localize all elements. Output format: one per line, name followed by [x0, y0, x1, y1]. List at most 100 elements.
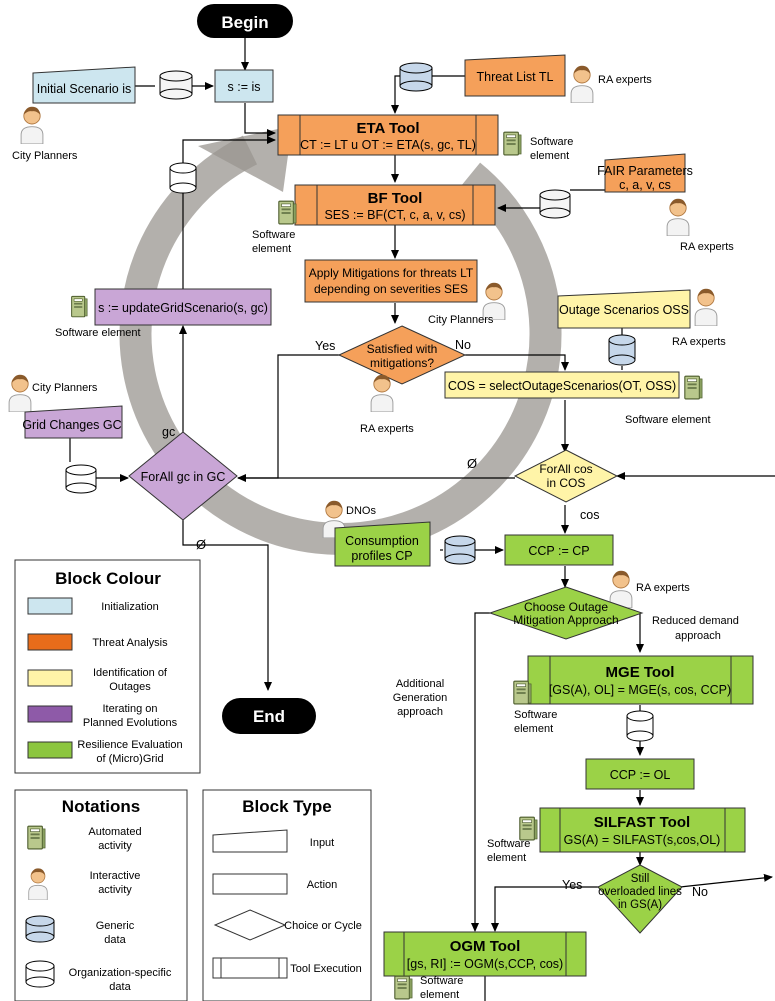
svg-text:[GS(A), OL] = MGE(s, cos, CCP): [GS(A), OL] = MGE(s, cos, CCP): [549, 683, 731, 697]
svg-text:Initial Scenario is: Initial Scenario is: [37, 82, 132, 96]
svg-text:Generic: Generic: [96, 920, 135, 932]
legend-notations: Notations Automated activity Interactive…: [14, 789, 188, 1001]
svg-text:data: data: [109, 981, 131, 993]
legend-block-type: Block Type Input Action Choice or Cycle …: [202, 789, 372, 1001]
svg-text:in COS: in COS: [547, 476, 586, 490]
consumption-profiles-input: Consumption profiles CP: [334, 521, 431, 567]
svg-text:Outage Scenarios OSS: Outage Scenarios OSS: [559, 303, 689, 317]
svg-text:ForAll gc in GC: ForAll gc in GC: [141, 470, 226, 484]
svg-text:ETA Tool: ETA Tool: [356, 120, 419, 137]
end-terminal: End: [222, 698, 316, 734]
connectors: [69, 38, 775, 1001]
city-planners-person-icon: [20, 106, 44, 144]
choose-approach-decision: Choose Outage Mitigation Approach: [488, 586, 644, 640]
legend-label: Initialization: [101, 601, 158, 613]
ccp-cp-action: CCP := CP: [504, 534, 614, 566]
forall-gc-cycle: ForAll gc in GC: [128, 431, 238, 521]
svg-text:data: data: [104, 934, 126, 946]
role-label: Software element: [55, 327, 141, 339]
svg-text:Choice or Cycle: Choice or Cycle: [284, 920, 362, 932]
reduced-demand-label: Reduced demand: [652, 615, 739, 627]
svg-text:Apply Mitigations for threats: Apply Mitigations for threats LT: [309, 266, 474, 280]
svg-text:activity: activity: [98, 840, 132, 852]
generic-data-icon: [444, 535, 476, 565]
ogm-tool: OGM Tool [gs, RI] := OGM(s,CCP, cos): [383, 931, 587, 977]
role-label: City Planners: [428, 314, 494, 326]
input-shape: [212, 829, 288, 853]
no-label: No: [692, 885, 708, 899]
outage-scenarios-input: Outage Scenarios OSS: [557, 289, 691, 329]
svg-text:MGE Tool: MGE Tool: [606, 664, 675, 681]
eta-tool: ETA Tool CT := LT u OT := ETA(s, gc, TL): [277, 114, 499, 156]
ra-experts-person-icon: [694, 288, 718, 326]
assign-s-action: s := is: [214, 69, 274, 103]
computer-icon: [503, 131, 522, 156]
initial-scenario-input: Initial Scenario is: [32, 66, 136, 104]
svg-text:Mitigation Approach: Mitigation Approach: [513, 613, 618, 627]
gc-label: gc: [162, 425, 175, 439]
generic-data-icon: [608, 334, 636, 366]
apply-mitigations-action: Apply Mitigations for threats LT dependi…: [304, 259, 478, 303]
svg-text:c, a, v, cs: c, a, v, cs: [619, 178, 671, 192]
legend-title: Block Type: [242, 797, 331, 816]
ra-experts-person-icon: [370, 374, 394, 412]
svg-text:Automated: Automated: [88, 826, 141, 838]
silfast-tool: SILFAST Tool GS(A) = SILFAST(s,cos,OL): [539, 807, 746, 853]
ra-experts-person-icon: [666, 198, 690, 236]
legend-label: Threat Analysis: [92, 637, 168, 649]
choice-shape: [213, 909, 287, 941]
legend-swatch: [27, 669, 73, 687]
legend-label: Resilience Evaluation: [77, 739, 182, 751]
role-label: Software: [514, 709, 557, 721]
legend-title: Block Colour: [55, 569, 161, 588]
additional-generation-label: Generation: [393, 692, 447, 704]
role-label: Software: [420, 975, 463, 987]
legend-swatch: [27, 633, 73, 651]
generic-data-icon: [399, 62, 433, 92]
computer-icon: [519, 816, 538, 841]
role-label: RA experts: [636, 582, 690, 594]
generic-data-icon: [539, 189, 571, 219]
svg-text:CT := LT u OT := ETA(s, gc, TL: CT := LT u OT := ETA(s, gc, TL): [300, 138, 476, 152]
ccp-ol-action: CCP := OL: [585, 758, 695, 790]
svg-text:ForAll cos: ForAll cos: [539, 462, 592, 476]
cos-label: cos: [580, 508, 599, 522]
svg-text:SILFAST Tool: SILFAST Tool: [594, 814, 690, 831]
role-label: RA experts: [598, 74, 652, 86]
additional-generation-label: Additional: [396, 678, 444, 690]
svg-text:Choose Outage: Choose Outage: [524, 600, 608, 614]
threat-list-input: Threat List TL: [464, 54, 566, 97]
role-label: RA experts: [360, 423, 414, 435]
reduced-demand-label: approach: [675, 630, 721, 642]
org-data-icon: [626, 710, 654, 742]
tool-shape: [212, 957, 288, 979]
role-label: RA experts: [672, 336, 726, 348]
additional-generation-label: approach: [397, 706, 443, 718]
computer-icon: [278, 200, 297, 225]
svg-text:depending on severities SES: depending on severities SES: [314, 282, 468, 296]
org-data-icon: [25, 960, 55, 988]
svg-text:Satisfied with: Satisfied with: [367, 342, 438, 356]
yes-label: Yes: [315, 339, 335, 353]
empty-set-label: Ø: [467, 456, 477, 471]
svg-text:mitigations?: mitigations?: [370, 356, 434, 370]
svg-text:s := is: s := is: [228, 80, 261, 94]
role-label: element: [487, 852, 526, 864]
update-grid-action: s := updateGridScenario(s, gc): [94, 288, 272, 326]
svg-text:Action: Action: [307, 879, 338, 891]
svg-text:GS(A) = SILFAST(s,cos,OL): GS(A) = SILFAST(s,cos,OL): [564, 833, 721, 847]
svg-text:BF Tool: BF Tool: [368, 190, 423, 207]
role-label: DNOs: [346, 505, 376, 517]
city-planners-person-icon: [8, 374, 32, 412]
role-label: element: [530, 150, 569, 162]
svg-text:Still: Still: [631, 873, 650, 885]
yes-label: Yes: [562, 878, 582, 892]
svg-text:Interactive: Interactive: [90, 870, 141, 882]
legend-label: Identification of: [93, 667, 168, 679]
computer-icon: [394, 975, 413, 1000]
legend-swatch: [27, 741, 73, 759]
legend-label: Outages: [109, 681, 151, 693]
role-label: Software: [252, 229, 295, 241]
svg-text:s := updateGridScenario(s, gc): s := updateGridScenario(s, gc): [98, 301, 268, 315]
